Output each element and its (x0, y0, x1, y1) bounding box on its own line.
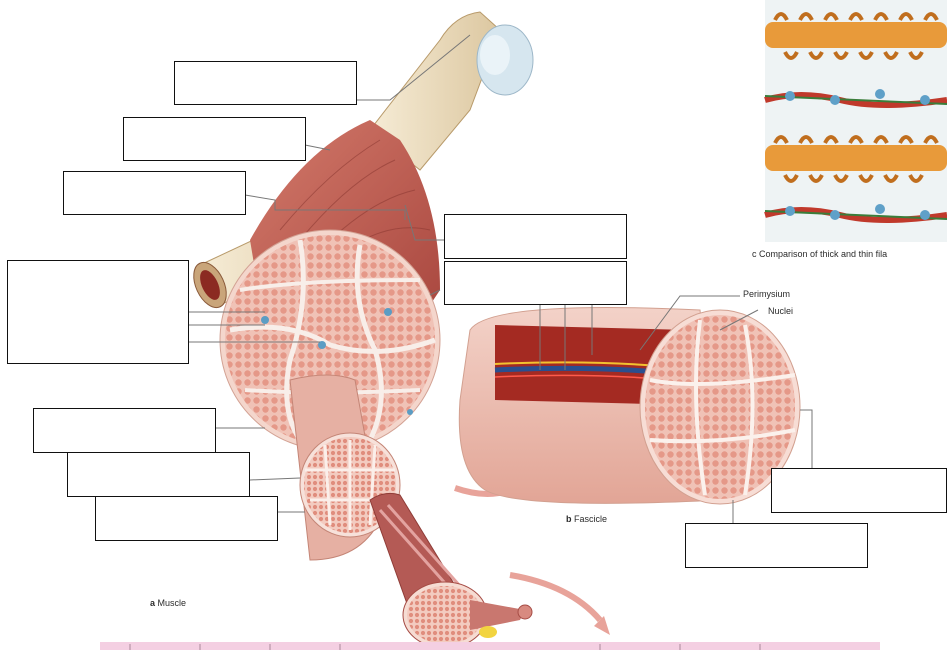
answer-box-3[interactable] (63, 171, 246, 215)
answer-box-9[interactable] (95, 496, 278, 541)
answer-box-10[interactable] (771, 468, 947, 513)
caption-fascicle-letter: b (566, 514, 572, 524)
answer-box-11[interactable] (685, 523, 868, 568)
caption-filaments-text: Comparison of thick and thin fila (759, 249, 887, 259)
caption-filaments: c Comparison of thick and thin fila (752, 249, 887, 259)
caption-fascicle-text: Fascicle (574, 514, 607, 524)
caption-muscle: a Muscle (150, 598, 186, 608)
answer-box-7[interactable] (33, 408, 216, 453)
fascicle-enlarged (459, 308, 800, 505)
caption-muscle-text: Muscle (158, 598, 187, 608)
answer-box-4[interactable] (444, 214, 627, 259)
caption-filaments-letter: c (752, 249, 757, 259)
answer-box-6[interactable] (7, 260, 189, 364)
muscle-fiber-tube (370, 493, 532, 648)
answer-box-8[interactable] (67, 452, 250, 497)
label-nuclei: Nuclei (768, 306, 793, 316)
answer-box-1[interactable] (174, 61, 357, 105)
filament-panel (765, 0, 947, 242)
answer-box-2[interactable] (123, 117, 306, 161)
label-perimysium: Perimysium (743, 289, 790, 299)
answer-box-5[interactable] (444, 261, 627, 305)
caption-muscle-letter: a (150, 598, 155, 608)
caption-fascicle: b Fascicle (566, 514, 607, 524)
bottom-strip (100, 642, 880, 650)
